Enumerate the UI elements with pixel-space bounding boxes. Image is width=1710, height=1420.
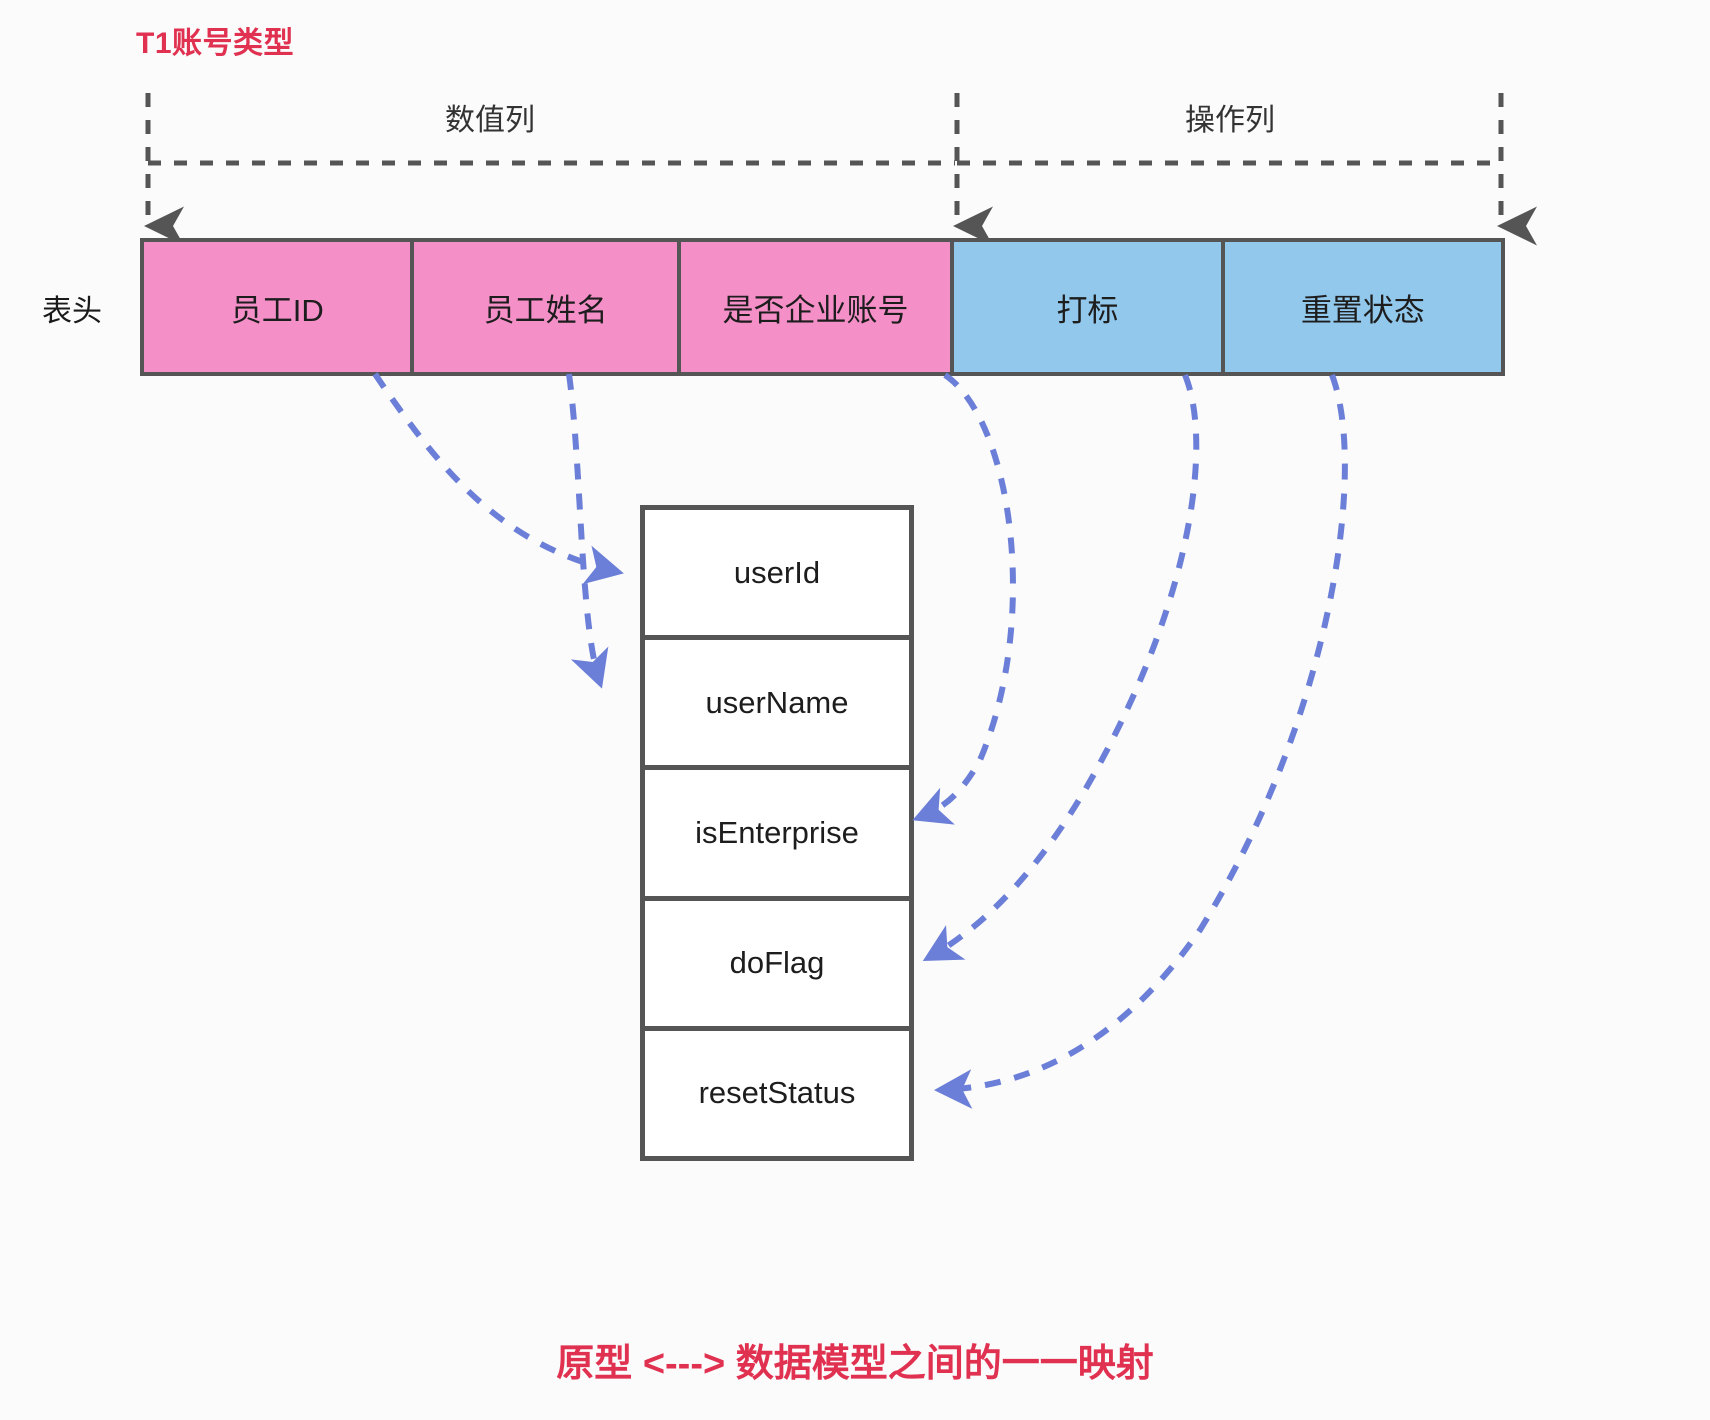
page-title: T1账号类型 xyxy=(136,27,295,60)
mapping-arrow-reset-status-to-resetStatus xyxy=(934,373,1348,1109)
group-label-numeric: 数值列 xyxy=(445,104,535,137)
group-label-action: 操作列 xyxy=(1185,104,1275,137)
mapping-arrow-do-flag-to-doFlag xyxy=(922,373,1200,961)
mapping-arrow-is-enterprise-to-isEnterprise xyxy=(912,372,1016,825)
header-cell-is-enterprise[interactable]: 是否企业账号 xyxy=(680,242,955,372)
table-header-side-label: 表头 xyxy=(42,295,102,328)
header-cell-reset-status[interactable]: 重置状态 xyxy=(1224,242,1501,372)
header-cell-employee-id[interactable]: 员工ID xyxy=(144,242,415,372)
header-cell-do-flag[interactable]: 打标 xyxy=(954,242,1225,372)
header-table: 员工ID 员工姓名 是否企业账号 打标 重置状态 xyxy=(140,238,1505,376)
mapping-arrow-employee-id-to-userId xyxy=(372,372,624,585)
data-model-table: userId userName isEnterprise doFlag rese… xyxy=(640,505,914,1161)
model-field-isEnterprise[interactable]: isEnterprise xyxy=(645,770,909,901)
header-cell-employee-name[interactable]: 员工姓名 xyxy=(414,242,681,372)
model-field-userId[interactable]: userId xyxy=(645,510,909,641)
model-field-userName[interactable]: userName xyxy=(645,640,909,771)
model-field-resetStatus[interactable]: resetStatus xyxy=(698,1075,856,1111)
diagram-caption: 原型 <---> 数据模型之间的一一映射 xyxy=(556,1343,1154,1385)
model-field-doFlag[interactable]: doFlag xyxy=(645,901,909,1031)
mapping-arrow-employee-name-to-userName xyxy=(566,373,609,689)
